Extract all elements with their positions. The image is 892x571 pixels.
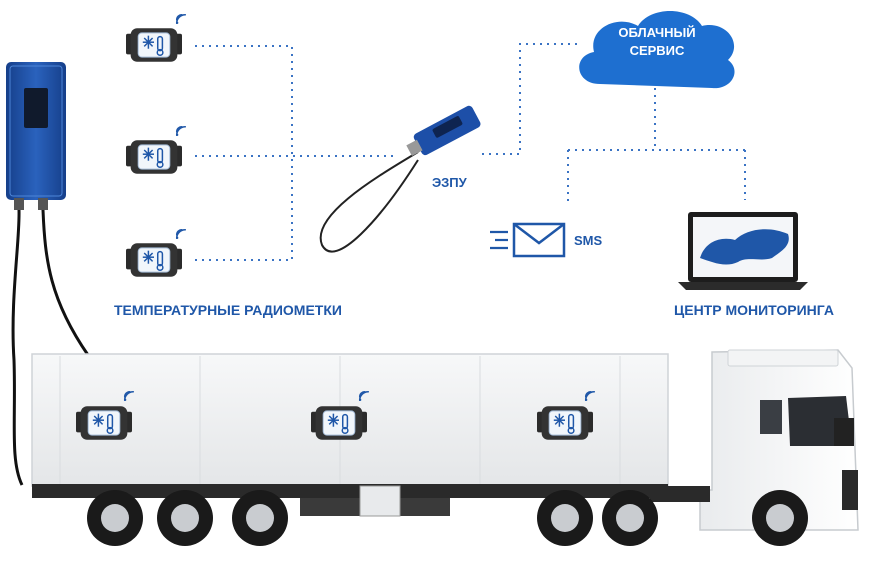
cloud-label-line1: ОБЛАЧНЫЙ: [618, 25, 696, 40]
thermometer-snowflake-icon: [126, 27, 182, 63]
thermometer-snowflake-icon: [537, 405, 593, 441]
thermometer-snowflake-icon: [126, 242, 182, 278]
tag-1: [126, 13, 187, 63]
thermometer-snowflake-icon: [126, 139, 182, 175]
thermometer-snowflake-icon: [311, 405, 367, 441]
truck-cab: [650, 349, 859, 531]
sms-label: SMS: [574, 233, 603, 248]
tag-3: [126, 228, 187, 278]
gateway-device: [319, 105, 481, 253]
reader-device: [6, 62, 90, 486]
wheels: [87, 490, 808, 546]
wireless-signal-icon: [175, 228, 187, 240]
cloud-label-line2: СЕРВИС: [629, 43, 685, 58]
envelope-icon: [490, 222, 566, 258]
tag-2: [126, 125, 187, 175]
thermometer-snowflake-icon: [76, 405, 132, 441]
connector-lines: [195, 43, 746, 261]
gateway-label: ЭЗПУ: [432, 175, 467, 190]
temperature-tags-label: ТЕМПЕРАТУРНЫЕ РАДИОМЕТКИ: [114, 302, 342, 318]
monitoring-center-label: ЦЕНТР МОНИТОРИНГА: [674, 302, 834, 318]
laptop-map-icon: [678, 212, 808, 290]
cloud-icon: [579, 11, 735, 89]
wireless-signal-icon: [175, 13, 187, 25]
wireless-signal-icon: [175, 125, 187, 137]
cloud-service-label: ОБЛАЧНЫЙ СЕРВИС: [582, 24, 732, 60]
